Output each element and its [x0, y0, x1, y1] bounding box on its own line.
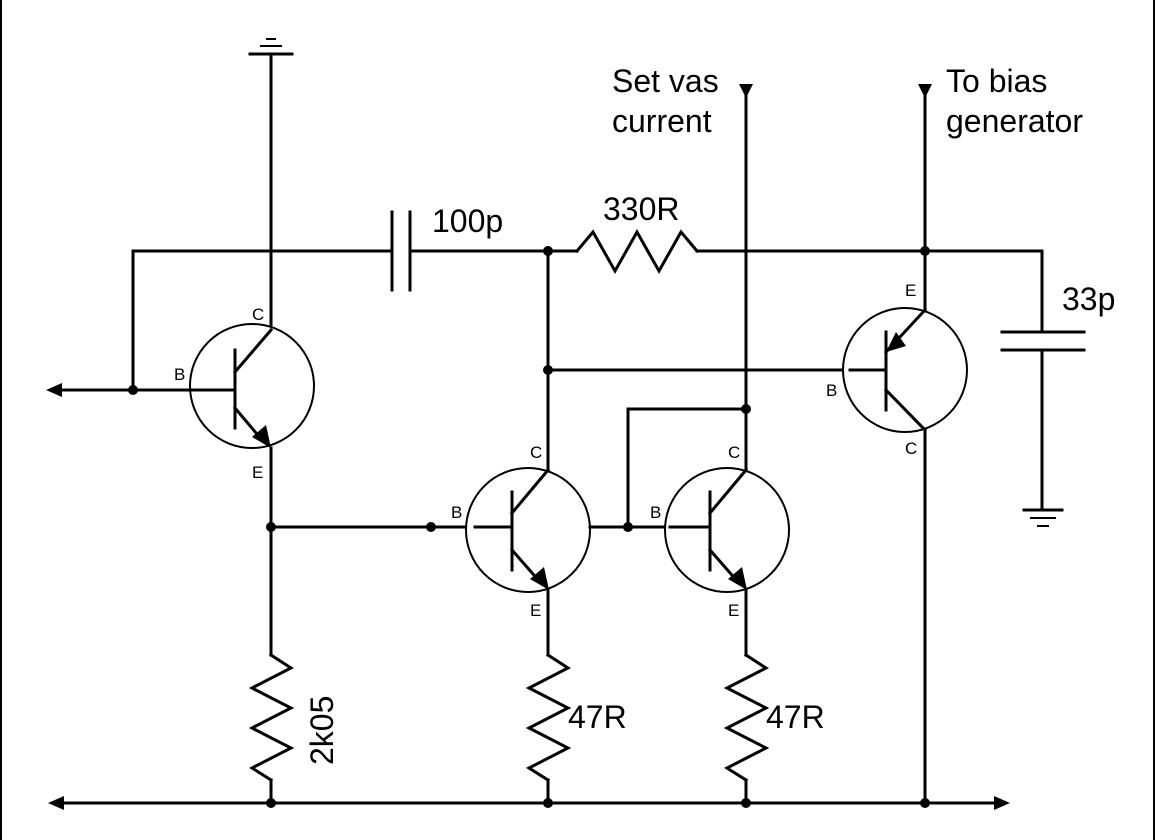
- pin-q1-b: B: [174, 365, 185, 384]
- pin-q4-b: B: [826, 381, 837, 400]
- ground-symbol-right: [1022, 508, 1064, 527]
- pin-q3-e: E: [728, 601, 739, 620]
- pin-q2-e: E: [530, 601, 541, 620]
- pin-q4-e: E: [905, 281, 916, 300]
- arrow-right-rail-icon: [994, 796, 1010, 810]
- pin-q3-c: C: [728, 443, 740, 462]
- label-vas-line2: current: [612, 103, 712, 139]
- pin-q1-e: E: [252, 463, 263, 482]
- label-res-47r-a: 47R: [568, 699, 627, 735]
- resistor-47r-a: [525, 652, 572, 783]
- resistor-2k05: [248, 652, 295, 783]
- pin-q3-b: B: [650, 503, 661, 522]
- pin-q2-c: C: [530, 443, 542, 462]
- transistor-q3: [664, 467, 790, 593]
- resistor-47r-b: [723, 652, 770, 783]
- capacitor-33p: [1000, 330, 1086, 352]
- resistor-330r: [574, 228, 700, 275]
- label-vas-line1: Set vas: [612, 63, 719, 99]
- pin-q1-c: C: [252, 305, 264, 324]
- arrow-left-input-icon: [46, 383, 62, 397]
- arrow-left-rail-icon: [48, 796, 64, 810]
- pin-q2-b: B: [451, 503, 462, 522]
- label-cap-100p: 100p: [432, 203, 503, 239]
- junction-dots: [128, 246, 930, 808]
- pin-q4-c: C: [905, 439, 917, 458]
- label-res-330r: 330R: [603, 191, 680, 227]
- label-res-2k05: 2k05: [304, 696, 340, 765]
- ground-symbol-top: [248, 38, 294, 56]
- label-bias-line2: generator: [946, 103, 1083, 139]
- capacitor-100p: [390, 210, 412, 292]
- arrow-down-vas-icon: [739, 84, 753, 98]
- transistor-q1: [186, 323, 315, 449]
- transistor-q4: [842, 307, 968, 433]
- label-bias-line1: To bias: [946, 63, 1047, 99]
- transistor-q2: [465, 467, 591, 593]
- arrow-down-bias-icon: [918, 84, 932, 98]
- label-cap-33p: 33p: [1062, 281, 1115, 317]
- label-res-47r-b: 47R: [766, 699, 825, 735]
